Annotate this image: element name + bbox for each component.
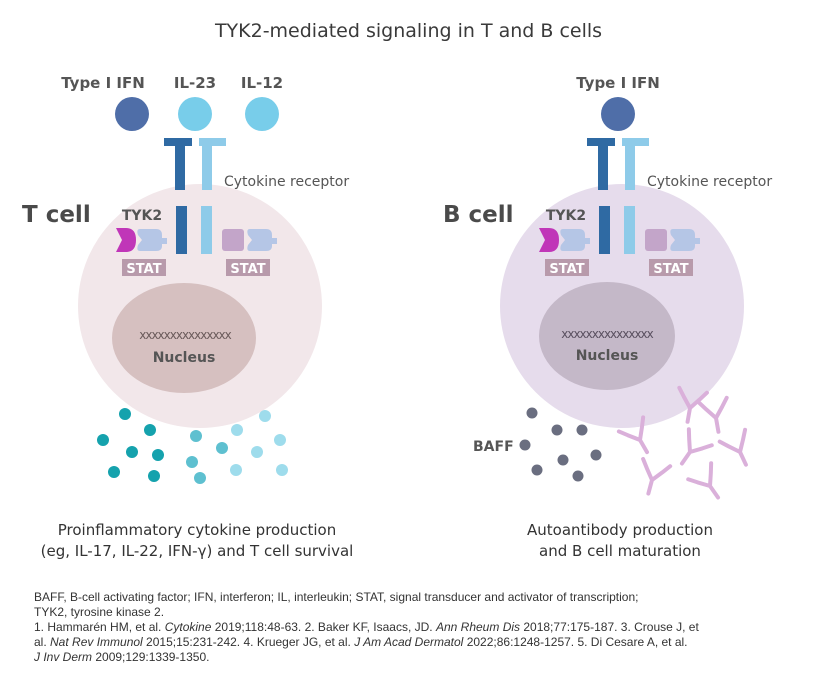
ref3-details: 2015;15:231-242. 4. Krueger JG, et al. xyxy=(142,635,355,649)
t-stat-label-left: STAT xyxy=(126,262,161,277)
ref1-journal: Cytokine xyxy=(164,620,212,634)
ref4-details: 2022;86:1248-1257. 5. Di Cesare A, et al… xyxy=(463,635,688,649)
t-ligand-type1-ifn-label: Type I IFN xyxy=(61,74,145,92)
t-cytokine-dots xyxy=(97,408,288,484)
t-il12-ball xyxy=(245,97,279,131)
t-cell-panel: T cell Type I IFN IL-23 IL-12 Cytokine r… xyxy=(22,74,353,560)
t-stat-tag-left xyxy=(122,259,166,276)
signaling-diagram: T cell Type I IFN IL-23 IL-12 Cytokine r… xyxy=(22,74,772,560)
ref5-journal: J Inv Derm xyxy=(34,650,93,664)
ref1-authors: 1. Hammarén HM, et al. xyxy=(34,620,165,634)
b-outcome-line1: Autoantibody production xyxy=(527,521,713,539)
t-receptor-label: Cytokine receptor xyxy=(224,174,349,190)
b-stat-label-left: STAT xyxy=(549,262,584,277)
references: 1. Hammarén HM, et al. Cytokine 2019;118… xyxy=(34,620,794,665)
abbreviations-line1: BAFF, B-cell activating factor; IFN, int… xyxy=(34,590,639,604)
baff-label: BAFF xyxy=(473,439,514,455)
t-outcome-line2: (eg, IL-17, IL-22, IFN-γ) and T cell sur… xyxy=(41,542,354,560)
b-cell-nucleus xyxy=(539,282,675,390)
ref3-authors: al. xyxy=(34,635,51,649)
b-cell-panel: B cell Type I IFN Cytokine receptor TYK2… xyxy=(443,74,772,560)
t-il23-ball xyxy=(178,97,212,131)
ref5-details: 2009;129:1339-1350. xyxy=(92,650,210,664)
b-stat-tag-left xyxy=(545,259,589,276)
ref1-details: 2019;118:48-63. 2. Baker KF, Isaacs, JD. xyxy=(211,620,436,634)
b-stat-block-right xyxy=(645,229,667,251)
baff-dots xyxy=(519,407,602,482)
t-stat-tag-right xyxy=(226,259,270,276)
b-outcome-line2: and B cell maturation xyxy=(539,542,701,560)
abbreviations-line2: TYK2, tyrosine kinase 2. xyxy=(34,605,165,619)
t-nucleus-label: Nucleus xyxy=(153,350,216,366)
t-stat-label-right: STAT xyxy=(230,262,265,277)
t-ligand-il12-label: IL-12 xyxy=(241,74,283,92)
b-nucleus-label: Nucleus xyxy=(576,348,639,364)
b-cytokine-receptor xyxy=(587,138,649,254)
t-dna-strand: xxxxxxxxxxxxxxx xyxy=(139,328,231,342)
t-cell-label: T cell xyxy=(22,202,91,228)
b-stat-tag-right xyxy=(649,259,693,276)
b-type1-ifn-ball xyxy=(601,97,635,131)
b-dna-strand: xxxxxxxxxxxxxxx xyxy=(561,327,653,341)
t-cytokine-receptor xyxy=(164,138,226,254)
t-ligand-il23-label: IL-23 xyxy=(174,74,216,92)
t-cell-nucleus xyxy=(112,283,256,393)
t-outcome-line1: Proinflammatory cytokine production xyxy=(58,521,336,539)
b-cell-label: B cell xyxy=(443,202,514,228)
t-type1-ifn-ball xyxy=(115,97,149,131)
ref3-journal: Nat Rev Immunol xyxy=(50,635,143,649)
diagram-title: TYK2-mediated signaling in T and B cells xyxy=(214,20,603,42)
t-tyk2-label: TYK2 xyxy=(122,208,162,224)
ref2-details: 2018;77:175-187. 3. Crouse J, et xyxy=(520,620,699,634)
b-ligand-type1-ifn-label: Type I IFN xyxy=(576,74,660,92)
b-stat-label-right: STAT xyxy=(653,262,688,277)
b-tyk2-label: TYK2 xyxy=(546,208,586,224)
ref4-journal: J Am Acad Dermatol xyxy=(354,635,464,649)
b-receptor-label: Cytokine receptor xyxy=(647,174,772,190)
t-stat-block-right xyxy=(222,229,244,251)
footnotes: BAFF, B-cell activating factor; IFN, int… xyxy=(34,590,794,665)
ref2-journal: Ann Rheum Dis xyxy=(435,620,521,634)
